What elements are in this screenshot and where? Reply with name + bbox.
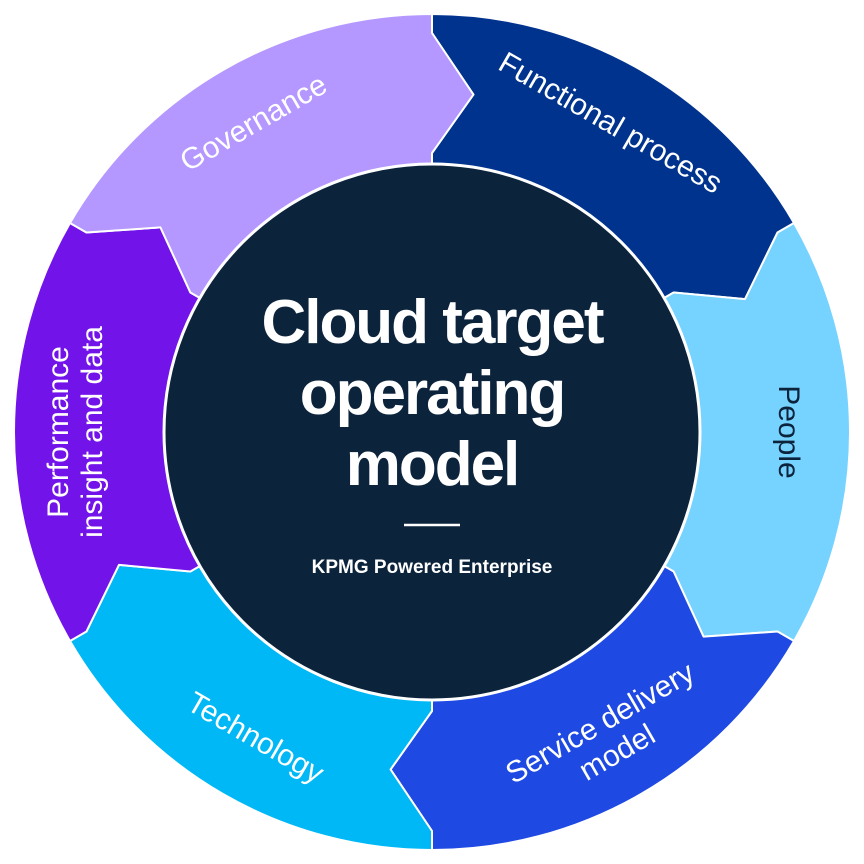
label-performance-insight-and-data-line-1: Performance <box>42 346 75 518</box>
label-people-line-1: People <box>772 385 805 478</box>
label-performance-insight-and-data-line-2: insight and data <box>76 326 109 538</box>
center-title-line-3: model <box>346 430 519 499</box>
center-subtitle: KPMG Powered Enterprise <box>312 557 553 578</box>
center-title-line-1: Cloud target <box>261 288 603 357</box>
segment-ring <box>12 13 852 851</box>
center-title-line-2: operating <box>300 359 564 428</box>
center-title: Cloud target operating model <box>261 288 605 499</box>
center-circle <box>162 162 702 702</box>
